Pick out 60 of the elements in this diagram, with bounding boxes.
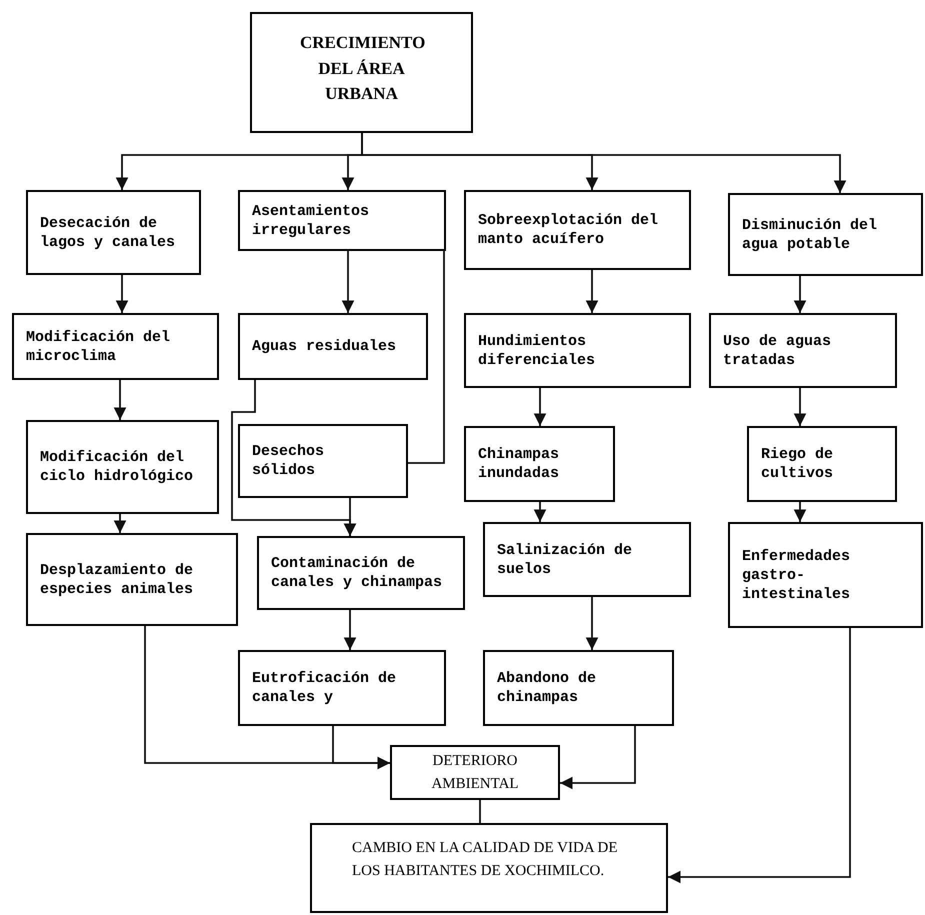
process-box (483, 650, 674, 726)
arrow (344, 498, 356, 536)
arrow (668, 628, 851, 884)
arrow (794, 388, 806, 426)
arrow (116, 275, 128, 313)
process-box (464, 313, 691, 388)
box-label: Abandono de chinampas (497, 669, 598, 707)
box-label: Uso de aguas tratadas (723, 332, 832, 370)
box-label: Sobreexplotación del manto acuífero (478, 211, 660, 249)
process-box (257, 536, 465, 610)
box-label: CAMBIO EN LA CALIDAD DE VIDA DE LOS HABITANTES DE XOCHIMILCO. (352, 839, 619, 880)
box-label: Chinampas inundadas (478, 445, 560, 483)
process-box (26, 190, 201, 275)
box-label: Salinización de suelos (497, 540, 634, 578)
box-label: Enfermedades gastro- intestinales (742, 546, 852, 604)
process-box (747, 426, 897, 502)
box-label: Modificación del microclima (26, 328, 172, 366)
box-label: Desecación de lagos y canales (40, 214, 176, 252)
process-box (709, 313, 897, 388)
process-box (728, 522, 923, 628)
arrow (114, 514, 126, 533)
process-box (464, 190, 691, 270)
arrow (534, 502, 546, 522)
process-box (26, 533, 238, 626)
arrow (794, 502, 806, 522)
process-box (238, 190, 446, 251)
arrow (586, 270, 598, 313)
process-box (390, 745, 560, 800)
box-label: Modificación del ciclo hidrológico (40, 448, 194, 486)
process-box (26, 420, 219, 514)
arrow (114, 380, 126, 420)
process-box (12, 313, 219, 380)
process-box (250, 12, 473, 133)
box-label: Aguas residuales (252, 337, 398, 356)
box-label: Eutroficación de canales y (252, 669, 398, 707)
arrow (332, 726, 390, 770)
box-label: Desplazamiento de especies animales (40, 560, 194, 598)
arrow (344, 610, 356, 650)
box-label: Asentamientos irregulares (252, 202, 370, 240)
process-box (310, 823, 668, 913)
box-label: Contaminación de canales y chinampas (271, 554, 444, 592)
arrow (586, 597, 598, 650)
box-label: DETERIORO AMBIENTAL (430, 752, 520, 794)
process-box (238, 650, 446, 726)
box-label: Riego de cultivos (761, 445, 834, 483)
box-label: CRECIMIENTO DEL ÁREA URBANA (300, 32, 423, 105)
process-box (238, 424, 408, 498)
box-label: Disminución del agua potable (742, 216, 878, 254)
process-box (483, 522, 691, 597)
arrow (534, 388, 546, 426)
connector-line (479, 800, 481, 823)
process-box (464, 426, 615, 502)
arrow (560, 726, 636, 790)
arrow (342, 251, 354, 313)
process-box (728, 193, 923, 276)
connector-line (408, 251, 445, 464)
process-box (238, 313, 428, 380)
box-label: Hundimientos diferenciales (478, 332, 596, 370)
arrow (794, 276, 806, 313)
box-label: Desechos sólidos (252, 442, 326, 480)
